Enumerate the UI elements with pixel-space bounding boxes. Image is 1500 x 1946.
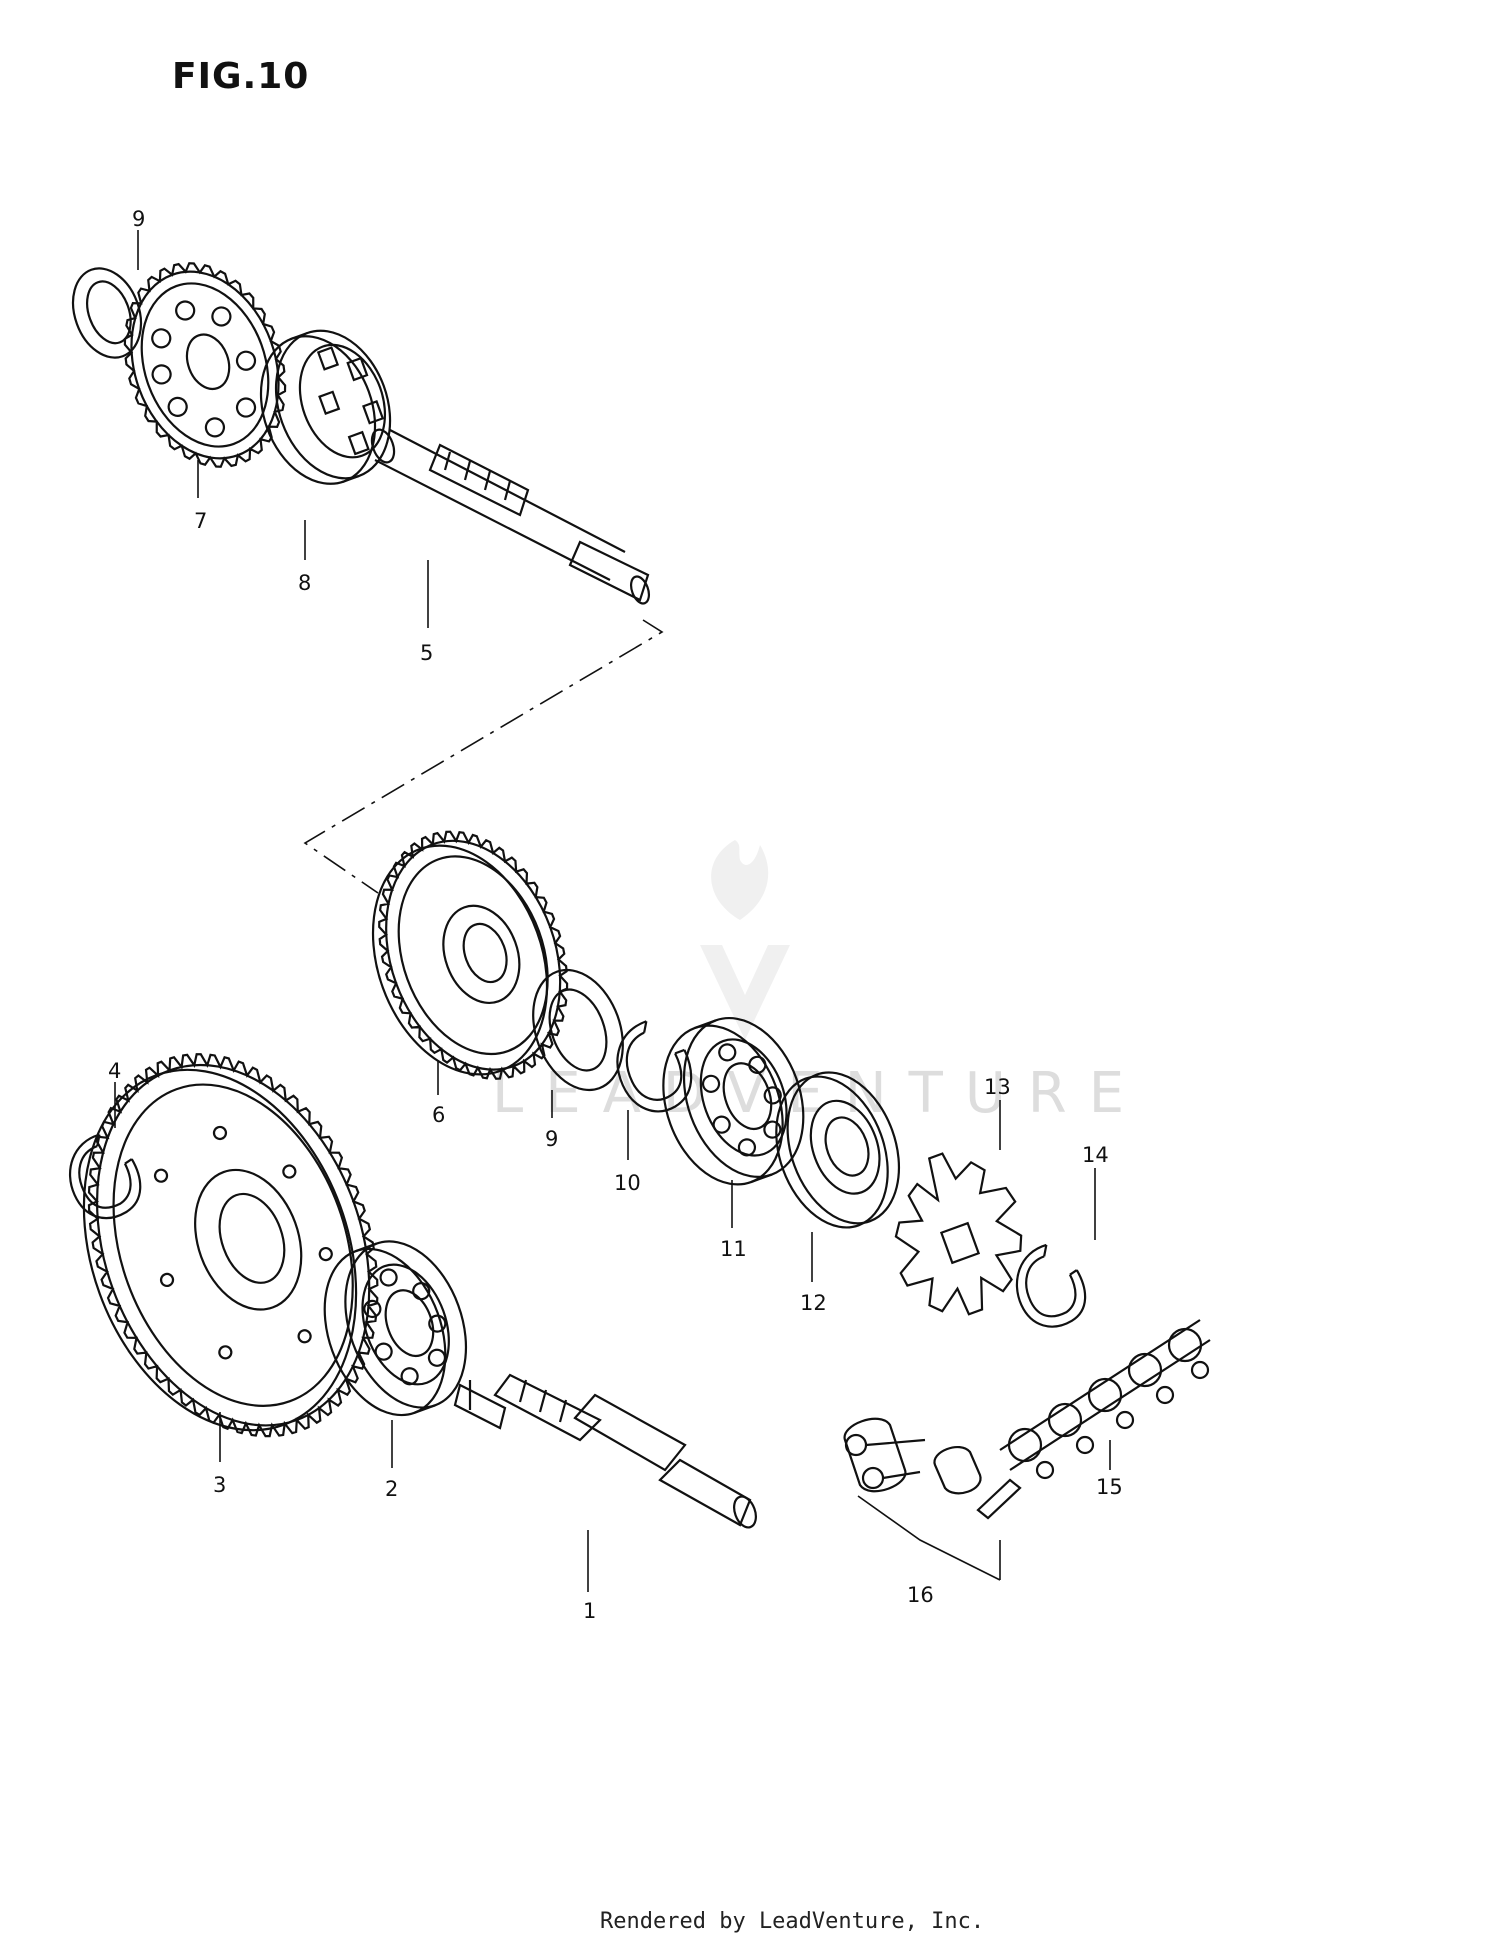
part-14-circlip — [1015, 1243, 1087, 1328]
part-6-helical-gear-teeth — [378, 830, 569, 1080]
callout-10: 10 — [614, 1171, 641, 1195]
part-16-bracket — [857, 1495, 1001, 1581]
callout-2: 2 — [385, 1477, 398, 1501]
part-1-drive-shaft — [453, 1373, 757, 1529]
part-15-drive-chain — [999, 1319, 1211, 1480]
part-5-countershaft — [370, 428, 651, 605]
part-13-drive-sprocket — [894, 1152, 1023, 1316]
part-9-washer-middle — [532, 968, 624, 1092]
callout-13: 13 — [984, 1075, 1011, 1099]
callout-3: 3 — [213, 1473, 226, 1497]
callout-7: 7 — [194, 509, 207, 533]
callout-15: 15 — [1096, 1475, 1123, 1499]
callout-14: 14 — [1082, 1143, 1109, 1167]
part-9-washer-top — [71, 267, 143, 359]
callout-1: 1 — [583, 1599, 596, 1623]
part-4-circlip — [68, 1133, 142, 1220]
part-16-master-link — [843, 1417, 1022, 1520]
callout-4: 4 — [108, 1059, 121, 1083]
assembly-link-line — [303, 619, 664, 894]
part-11-bearing — [662, 1016, 805, 1186]
callout-16: 16 — [907, 1583, 934, 1607]
callout-8: 8 — [298, 571, 311, 595]
callout-12: 12 — [800, 1291, 827, 1315]
part-3-primary-gear-teeth — [87, 1053, 379, 1438]
callout-9-top: 9 — [132, 207, 145, 231]
part-2-bearing — [323, 1240, 468, 1417]
part-7-driven-gear — [123, 262, 287, 468]
part-6-helical-gear — [371, 830, 569, 1080]
callout-11: 11 — [720, 1237, 747, 1261]
part-8-clutch-hub — [259, 329, 392, 485]
footer-credit: Rendered by LeadVenture, Inc. — [600, 1909, 984, 1934]
callout-5: 5 — [420, 641, 433, 665]
part-3-primary-gear — [82, 1053, 379, 1438]
part-10-circlip — [616, 1020, 693, 1113]
watermark-text: LEADVENTURE — [492, 1061, 1146, 1126]
part-12-oil-seal — [775, 1071, 901, 1229]
callout-9-mid: 9 — [545, 1127, 558, 1151]
figure-title: FIG.10 — [172, 56, 309, 97]
callout-6: 6 — [432, 1103, 445, 1127]
watermark-logo — [700, 840, 790, 1040]
